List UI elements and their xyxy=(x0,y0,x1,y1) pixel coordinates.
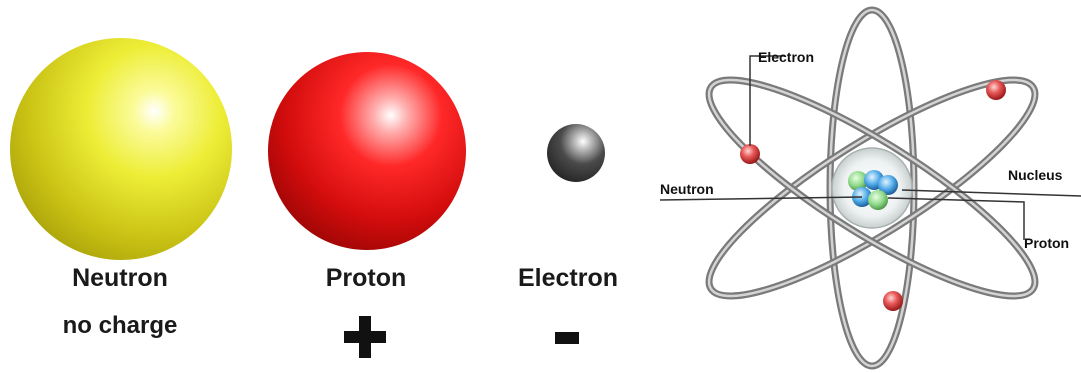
nucleus xyxy=(831,147,913,229)
negative-charge-icon xyxy=(555,332,579,344)
neutron-pointer-line xyxy=(659,196,863,201)
orbiting-electron xyxy=(986,80,1006,100)
neutron-charge-label: no charge xyxy=(62,312,178,339)
neutron-sphere xyxy=(10,38,232,260)
nucleon-proton xyxy=(848,171,868,191)
neutron-label: Neutron xyxy=(72,264,168,292)
nucleon-proton xyxy=(868,190,888,210)
nucleon-proton xyxy=(878,175,898,195)
proton-pointer-line xyxy=(887,197,1025,240)
atom-electron-label: Electron xyxy=(758,49,814,65)
electron-pointer-line xyxy=(749,55,785,146)
electron-sphere xyxy=(547,124,605,182)
atom-proton-label: Proton xyxy=(1024,235,1069,251)
nucleus-pointer-line xyxy=(901,189,1081,197)
orbit-rings xyxy=(705,6,1039,370)
orbiting-electron xyxy=(883,291,903,311)
atom-neutron-label: Neutron xyxy=(660,181,714,197)
atom-nucleus-label: Nucleus xyxy=(1008,167,1063,183)
proton-label: Proton xyxy=(325,264,407,292)
positive-charge-icon xyxy=(344,316,386,358)
orbiting-electron xyxy=(740,144,760,164)
electron-label: Electron xyxy=(517,264,619,292)
atom-diagram: Electron Neutron Nucleus Proton xyxy=(659,6,1081,370)
proton-sphere xyxy=(268,52,466,250)
